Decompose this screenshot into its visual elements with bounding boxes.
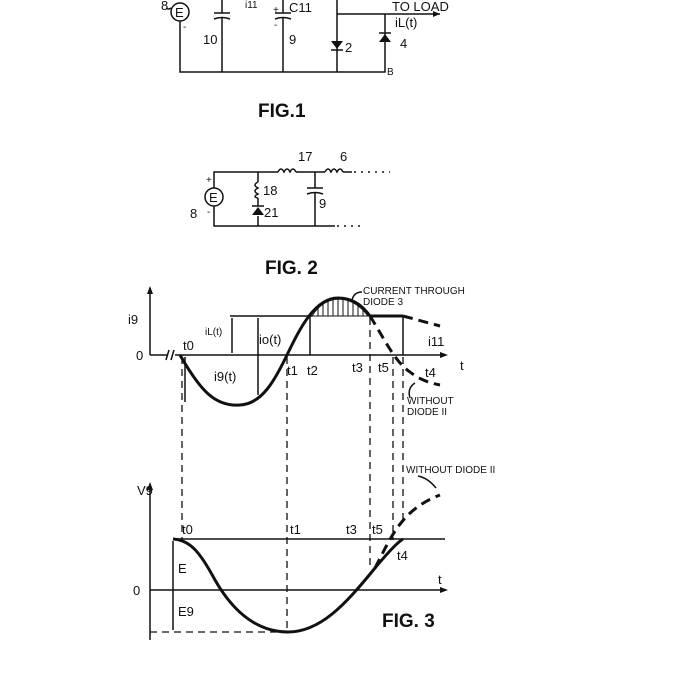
i11-label: i11	[245, 0, 258, 11]
fig1-circuit: E 8 - 10 + - 9 i11 C11 2 TO LOAD iL(t) 4…	[161, 0, 449, 78]
e9-label: E9	[178, 604, 194, 619]
source-label: E	[209, 190, 218, 205]
fig1-title: FIG.1	[258, 101, 306, 122]
t4-label: t4	[397, 548, 408, 563]
c11-label: C11	[289, 0, 312, 15]
diode21-label: 21	[264, 205, 278, 220]
cap9-label: 9	[319, 196, 326, 211]
y-axis-label: V9	[137, 483, 153, 498]
fig3-current-plot: i9 0 t t0 iL(t) io(t) i9(t) t1 t2 t3 t5 …	[128, 286, 465, 418]
ig-label: i9(t)	[214, 369, 236, 384]
cap9-label: 9	[289, 32, 296, 47]
without-diode-note: WITHOUT DIODE II	[406, 465, 495, 476]
minus-sign: -	[274, 20, 277, 31]
t3-label: t3	[352, 360, 363, 375]
source-ref: 8	[161, 0, 168, 13]
zero-label: 0	[136, 348, 143, 363]
io-label: io(t)	[259, 332, 281, 347]
inductor6	[324, 168, 344, 174]
without-diode-note: WITHOUT	[407, 396, 454, 407]
plus-sign: +	[206, 175, 212, 186]
e-label: E	[178, 561, 187, 576]
plus-sign: +	[273, 5, 279, 16]
i11-label: i11	[428, 334, 444, 349]
fig2-title: FIG. 2	[265, 258, 318, 279]
current-curve	[178, 296, 372, 407]
cap10-label: 10	[203, 32, 217, 47]
minus-sign: -	[207, 207, 210, 218]
t4-label: t4	[425, 365, 436, 380]
t1-label: t1	[290, 522, 301, 537]
diode4-symbol	[379, 34, 391, 42]
diode2-label: 2	[345, 40, 352, 55]
ind17-label: 17	[298, 149, 312, 164]
minus-sign: -	[183, 22, 186, 33]
t1-label: t1	[287, 363, 298, 378]
t5-label: t5	[372, 522, 383, 537]
y-axis-label: i9	[128, 312, 138, 327]
t5-label: t5	[378, 360, 389, 375]
diode3-note: CURRENT THROUGH	[363, 286, 465, 297]
diode21-symbol	[252, 207, 264, 215]
t3-label: t3	[346, 522, 357, 537]
diode4-label: 4	[400, 36, 407, 51]
ind6-label: 6	[340, 149, 347, 164]
t0-label: t0	[182, 522, 193, 537]
diode2-symbol	[331, 41, 343, 49]
voltage-curve	[172, 537, 404, 634]
il-label: iL(t)	[395, 15, 417, 30]
source-ref: 8	[190, 206, 197, 221]
t2-label: t2	[307, 363, 318, 378]
fig3-title: FIG. 3	[382, 611, 435, 632]
inductor18	[254, 181, 260, 199]
fig2-circuit: E 8 + - 17 6 18 21 9	[190, 149, 390, 227]
ind18-label: 18	[263, 183, 277, 198]
without-diode-note: DIODE II	[407, 407, 447, 418]
x-axis-label: t	[460, 358, 464, 373]
to-load-label: TO LOAD	[392, 0, 449, 14]
il-label: iL(t)	[205, 327, 222, 338]
diode3-note: DIODE 3	[363, 297, 403, 308]
source-label: E	[175, 5, 184, 20]
node-b-label: B	[387, 67, 394, 78]
inductor17	[277, 168, 297, 174]
fig3-voltage-plot: V9 0 t E E9 t0 t1 t3 t5 t4 WITHOUT DIODE…	[133, 465, 495, 640]
zero-label: 0	[133, 583, 140, 598]
time-projections	[181, 318, 404, 632]
t0-label: t0	[183, 338, 194, 353]
x-axis-label: t	[438, 572, 442, 587]
